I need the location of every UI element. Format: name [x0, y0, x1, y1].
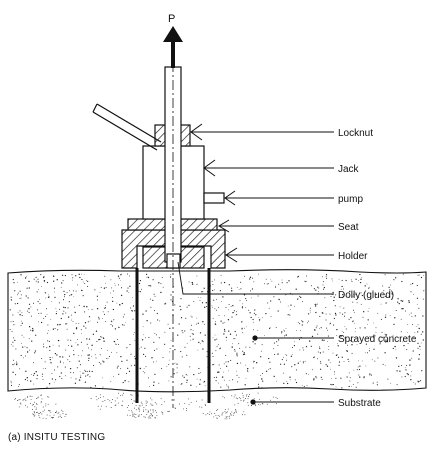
label-jack: Jack	[338, 164, 360, 175]
label-pump: pump	[338, 194, 363, 205]
pump-nozzle	[203, 192, 225, 204]
sprayed-concrete-layer	[7, 269, 427, 393]
force-arrow	[163, 26, 183, 68]
label-dolly: Dolly (glued)	[338, 290, 394, 301]
label-holder: Holder	[338, 251, 368, 262]
label-locknut: Locknut	[338, 128, 373, 139]
force-label: P	[168, 13, 175, 25]
dolly-leader	[177, 261, 334, 295]
label-substrate: Substrate	[338, 398, 381, 409]
label-sprayed-concrete: Sprayed concrete	[338, 334, 417, 345]
label-seat: Seat	[338, 222, 359, 233]
substrate-layer	[14, 392, 278, 420]
substrate-stipple	[14, 392, 278, 420]
caption: (a) INSITU TESTING	[8, 432, 105, 443]
holder	[121, 229, 226, 269]
hydraulic-hose	[92, 103, 162, 151]
dolly-stem	[166, 253, 181, 269]
